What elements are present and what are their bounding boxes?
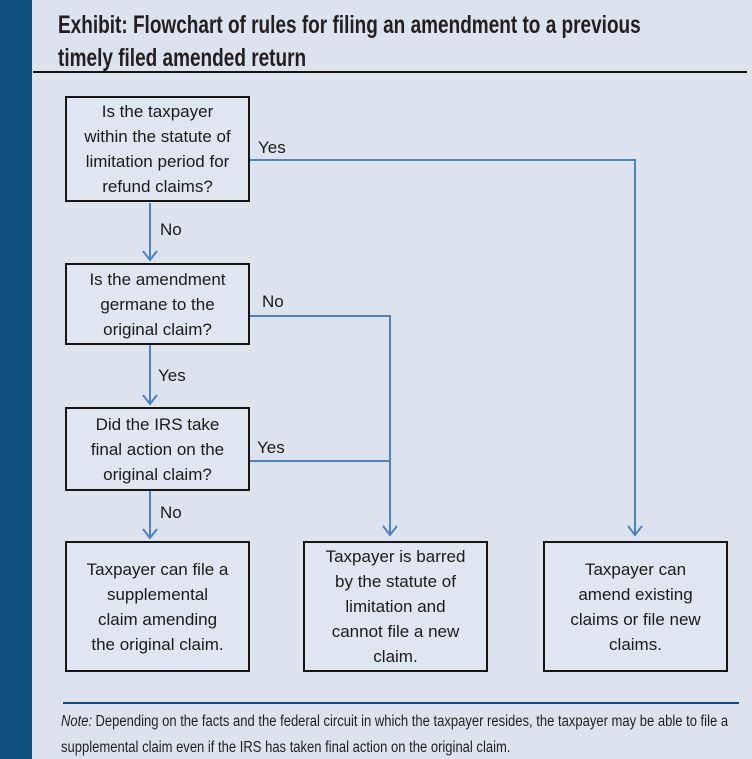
box-text-line: germane to the — [100, 294, 215, 314]
page-title: Exhibit: Flowchart of rules for filing a… — [58, 9, 752, 75]
box-text-line: claim amending — [97, 609, 218, 629]
box-text-line: Did the IRS take — [95, 414, 220, 434]
box-outcome-supplemental-claim: Taxpayer can file a supplemental claim a… — [65, 541, 250, 672]
box-text-line: limitation and — [345, 597, 446, 616]
box-text-line: claim. — [373, 647, 418, 666]
box-text-line: by the statute of — [335, 572, 456, 591]
note-divider-rule — [63, 702, 739, 704]
left-accent-bar — [0, 0, 32, 759]
arrowhead-q1-yes-branch — [627, 525, 643, 537]
box-text-line: limitation period for — [85, 152, 230, 171]
arrow-q2-no-branch — [250, 315, 391, 534]
box-text-line: claims or file new — [570, 609, 701, 629]
footnote-line-1: Note:Depending on the facts and the fede… — [61, 709, 728, 735]
footnote-text-1: Depending on the facts and the federal c… — [95, 713, 729, 730]
box-text-line: claims. — [609, 634, 662, 654]
box-text-line: amend existing — [578, 584, 693, 604]
arrow-q1-yes-branch — [250, 159, 636, 534]
edge-label-q3-yes: Yes — [257, 438, 285, 457]
box-irs-final-action-question: Did the IRS take final action on the ori… — [65, 407, 250, 491]
box-text-line: the original claim. — [91, 634, 224, 654]
box-text-line: original claim? — [103, 464, 212, 484]
box-text-line: within the statute of — [84, 127, 231, 146]
edge-label-q3-no: No — [160, 503, 182, 522]
edge-label-q1-yes: Yes — [258, 138, 286, 157]
box-text-line: refund claims? — [102, 177, 213, 196]
box-text-line: Taxpayer is barred — [325, 547, 466, 566]
box-text-line: final action on the — [90, 439, 225, 459]
edge-label-q2-yes: Yes — [158, 366, 186, 385]
box-text-line: supplemental — [106, 584, 209, 604]
title-divider-rule — [33, 71, 747, 73]
box-text-line: Is the amendment — [89, 269, 226, 289]
footnote-text-2: supplemental claim even if the IRS has t… — [61, 739, 511, 756]
box-text-line: Taxpayer can — [584, 559, 687, 579]
box-text-line: Is the taxpayer — [101, 102, 214, 121]
arrowhead-q2-down — [142, 394, 158, 406]
page-title-line-1: Exhibit: Flowchart of rules for filing a… — [58, 11, 641, 39]
edge-label-q2-no: No — [262, 292, 284, 311]
box-text-line: Taxpayer can file a — [86, 559, 229, 579]
arrowhead-q2-no-branch — [382, 525, 398, 537]
page-title-line-2: timely filed amended return — [58, 44, 307, 72]
box-outcome-barred-by-statute: Taxpayer is barred by the statute of lim… — [303, 541, 488, 672]
arrowhead-q3-down — [142, 528, 158, 540]
box-text-line: original claim? — [103, 319, 212, 339]
footnote: Note:Depending on the facts and the fede… — [61, 709, 752, 759]
footnote-label: Note: — [61, 713, 93, 730]
arrowhead-q1-down — [142, 250, 158, 262]
box-germane-question: Is the amendment germane to the original… — [65, 263, 250, 345]
box-outcome-amend-or-file-new: Taxpayer can amend existing claims or fi… — [543, 541, 728, 672]
box-text-line: cannot file a new — [331, 622, 460, 641]
footnote-line-2: supplemental claim even if the IRS has t… — [61, 735, 728, 759]
box-statute-of-limitation-question: Is the taxpayer within the statute of li… — [65, 96, 250, 202]
edge-label-q1-no: No — [160, 220, 182, 239]
